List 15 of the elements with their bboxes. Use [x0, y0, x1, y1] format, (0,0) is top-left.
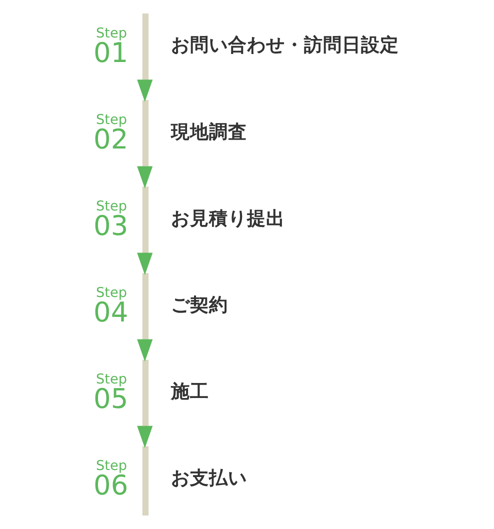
- node-box: [142, 446, 148, 516]
- node-label: Step: [96, 25, 126, 42]
- node-label: お支払い: [170, 468, 246, 489]
- arrow: [136, 166, 152, 188]
- arrow: [136, 80, 152, 102]
- node-label: Step: [96, 112, 126, 128]
- node-label: 現地調査: [170, 122, 246, 143]
- arrow: [136, 339, 152, 362]
- node-label: お見積り提出: [170, 208, 284, 230]
- arrow: [136, 426, 152, 448]
- node-label: 施工: [170, 381, 208, 402]
- node-label: Step: [96, 198, 126, 214]
- node-label: お問い合わせ・訪問日設定: [170, 35, 398, 56]
- arrow: [136, 252, 152, 276]
- node-label: ご契約: [170, 294, 228, 316]
